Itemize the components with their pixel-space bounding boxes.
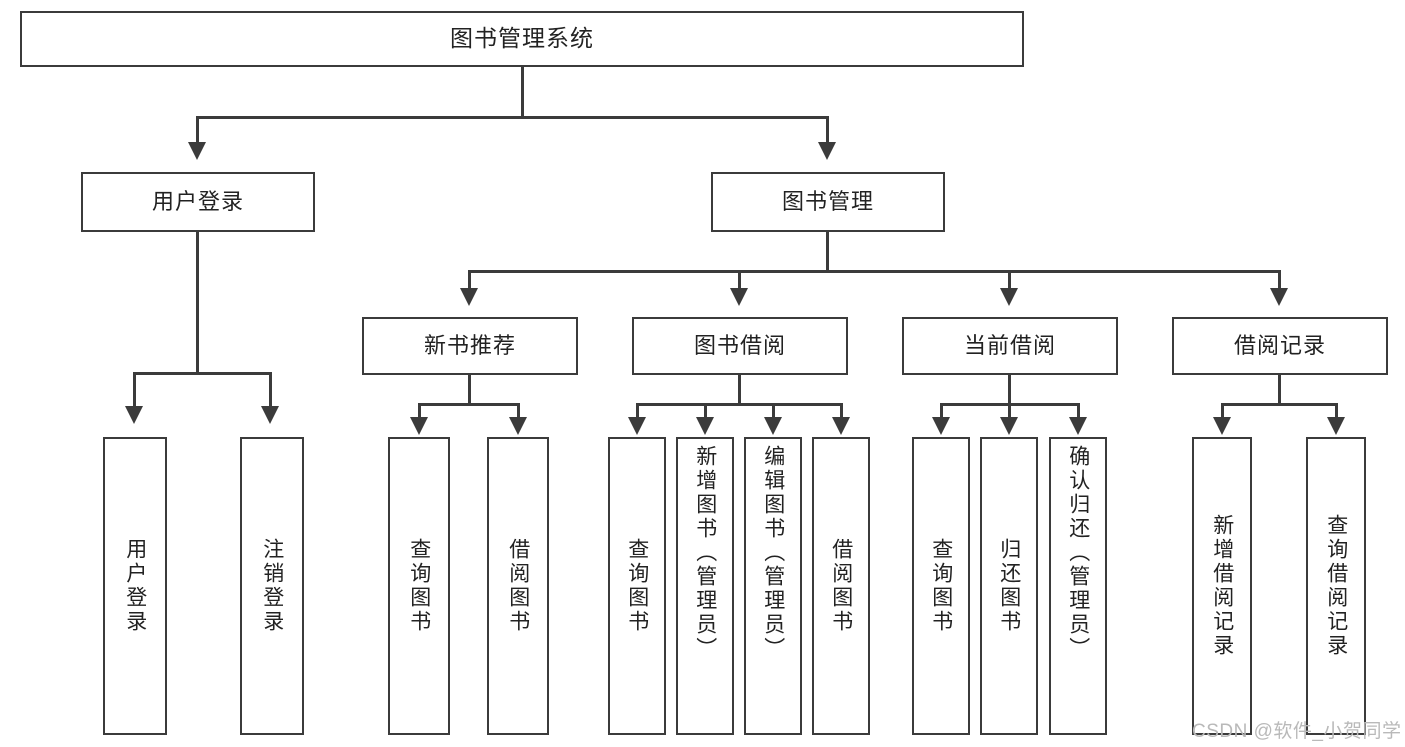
node-label: 查询图书 — [929, 538, 953, 634]
node-book-management[interactable]: 图书管理 — [711, 172, 945, 232]
node-root-system[interactable]: 图书管理系统 — [20, 11, 1024, 67]
node-label: 查询图书 — [625, 538, 649, 634]
node-label: 借阅图书 — [829, 538, 853, 634]
leaf-borrow-record-1[interactable]: 查询借阅记录 — [1306, 437, 1366, 735]
arrow-root-to-user-login — [188, 142, 206, 160]
arrow-book-mgmt-child-2 — [1000, 288, 1018, 306]
leaf-current-borrow-1[interactable]: 归还图书 — [980, 437, 1038, 735]
connector-book-mgmt-child-0 — [468, 270, 471, 290]
arrow-user-login-leaf-0 — [125, 406, 143, 424]
connector-borrow-record-leaf-0 — [1221, 403, 1224, 419]
arrow-borrow-record-leaf-1 — [1327, 417, 1345, 435]
connector-root-to-user-login — [196, 116, 199, 144]
node-label: 新书推荐 — [423, 333, 516, 359]
connector-new-book-leaf-0 — [418, 403, 421, 419]
arrow-book-mgmt-child-3 — [1270, 288, 1288, 306]
connector-root-bus — [196, 116, 828, 119]
node-label: 编辑图书（管理员） — [761, 445, 785, 661]
arrow-book-mgmt-child-0 — [460, 288, 478, 306]
node-label: 查询图书 — [407, 538, 431, 634]
arrow-current-borrow-leaf-1 — [1000, 417, 1018, 435]
leaf-borrow-record-0[interactable]: 新增借阅记录 — [1192, 437, 1252, 735]
node-borrow-record[interactable]: 借阅记录 — [1172, 317, 1388, 375]
connector-borrow-record-stem — [1278, 375, 1281, 405]
node-label: 图书管理 — [781, 189, 874, 215]
connector-book-borrow-bus — [636, 403, 843, 406]
connector-new-book-leaf-1 — [517, 403, 520, 419]
arrow-book-borrow-leaf-1 — [696, 417, 714, 435]
node-label: 新增图书（管理员） — [693, 445, 717, 661]
node-label: 注销登录 — [260, 538, 284, 634]
leaf-new-book-recommend-1[interactable]: 借阅图书 — [487, 437, 549, 735]
node-label: 借阅图书 — [506, 538, 530, 634]
arrow-book-borrow-leaf-0 — [628, 417, 646, 435]
connector-book-borrow-stem — [738, 375, 741, 405]
arrow-current-borrow-leaf-2 — [1069, 417, 1087, 435]
connector-new-book-stem — [468, 375, 471, 405]
connector-book-mgmt-child-2 — [1008, 270, 1011, 290]
node-label: 确认归还（管理员） — [1066, 445, 1090, 661]
leaf-current-borrow-2[interactable]: 确认归还（管理员） — [1049, 437, 1107, 735]
csdn-watermark: CSDN @软件_小贺同学 — [1192, 721, 1402, 742]
connector-new-book-bus — [418, 403, 520, 406]
arrow-book-borrow-leaf-3 — [832, 417, 850, 435]
connector-borrow-record-bus — [1221, 403, 1338, 406]
connector-user-login-leaf-1 — [269, 372, 272, 408]
node-label: 归还图书 — [997, 538, 1021, 634]
leaf-book-borrow-2[interactable]: 编辑图书（管理员） — [744, 437, 802, 735]
connector-user-login-leaf-0 — [133, 372, 136, 408]
leaf-user-login-1[interactable]: 注销登录 — [240, 437, 304, 735]
connector-root-stem — [521, 67, 524, 118]
node-user-login[interactable]: 用户登录 — [81, 172, 315, 232]
leaf-new-book-recommend-0[interactable]: 查询图书 — [388, 437, 450, 735]
connector-user-login-stem — [196, 232, 199, 374]
arrow-current-borrow-leaf-0 — [932, 417, 950, 435]
node-label: 新增借阅记录 — [1210, 514, 1234, 658]
node-label: 图书管理系统 — [450, 25, 594, 52]
connector-current-borrow-leaf-0 — [940, 403, 943, 419]
node-label: 查询借阅记录 — [1324, 514, 1348, 658]
connector-book-borrow-leaf-2 — [772, 403, 775, 419]
connector-book-mgmt-bus — [468, 270, 1280, 273]
node-label: 用户登录 — [151, 189, 244, 215]
node-label: 图书借阅 — [693, 333, 786, 359]
arrow-user-login-leaf-1 — [261, 406, 279, 424]
connector-borrow-record-leaf-1 — [1335, 403, 1338, 419]
node-current-borrow[interactable]: 当前借阅 — [902, 317, 1118, 375]
connector-current-borrow-leaf-2 — [1077, 403, 1080, 419]
leaf-current-borrow-0[interactable]: 查询图书 — [912, 437, 970, 735]
arrow-borrow-record-leaf-0 — [1213, 417, 1231, 435]
connector-user-login-bus — [133, 372, 272, 375]
arrow-book-borrow-leaf-2 — [764, 417, 782, 435]
connector-book-mgmt-stem — [826, 232, 829, 272]
connector-book-mgmt-child-1 — [738, 270, 741, 290]
node-book-borrow[interactable]: 图书借阅 — [632, 317, 848, 375]
leaf-user-login-0[interactable]: 用户登录 — [103, 437, 167, 735]
leaf-book-borrow-0[interactable]: 查询图书 — [608, 437, 666, 735]
node-label: 用户登录 — [123, 538, 147, 634]
connector-current-borrow-leaf-1 — [1008, 403, 1011, 419]
arrow-book-mgmt-child-1 — [730, 288, 748, 306]
arrow-root-to-book-mgmt — [818, 142, 836, 160]
node-label: 当前借阅 — [963, 333, 1056, 359]
connector-book-borrow-leaf-3 — [840, 403, 843, 419]
arrow-new-book-leaf-1 — [509, 417, 527, 435]
connector-current-borrow-stem — [1008, 375, 1011, 405]
leaf-book-borrow-1[interactable]: 新增图书（管理员） — [676, 437, 734, 735]
connector-book-mgmt-child-3 — [1278, 270, 1281, 290]
node-new-book-recommend[interactable]: 新书推荐 — [362, 317, 578, 375]
node-label: 借阅记录 — [1233, 333, 1326, 359]
connector-book-borrow-leaf-0 — [636, 403, 639, 419]
leaf-book-borrow-3[interactable]: 借阅图书 — [812, 437, 870, 735]
connector-book-borrow-leaf-1 — [704, 403, 707, 419]
connector-root-to-book-mgmt — [826, 116, 829, 144]
arrow-new-book-leaf-0 — [410, 417, 428, 435]
